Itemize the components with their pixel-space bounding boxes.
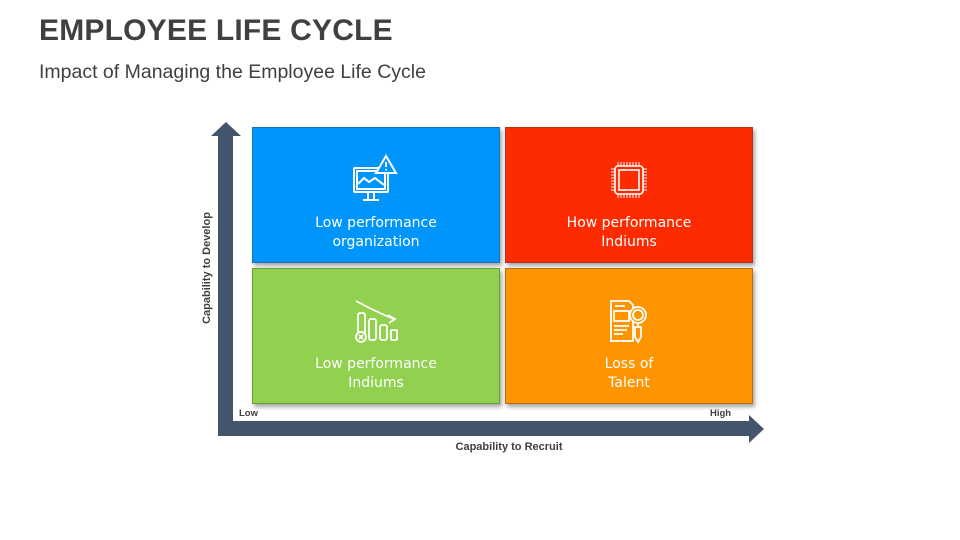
monitor-warning-icon (346, 152, 406, 208)
slide-title: EMPLOYEE LIFE CYCLE (39, 14, 393, 47)
quadrant-label: Low performance organization (315, 215, 437, 250)
x-axis-label: Capability to Recruit (455, 441, 563, 453)
y-axis-label: Capability to Develop (201, 212, 213, 324)
x-axis-arrow (218, 415, 764, 443)
x-axis-high-label: High (710, 408, 732, 419)
quadrant-label: How performance Indiums (566, 215, 692, 250)
quadrant-low-performance-indiums: Low performance Indiums (252, 268, 500, 404)
declining-bars-icon (346, 293, 406, 349)
x-axis-low-label: Low (239, 408, 258, 419)
quadrant-label: Loss of Talent (604, 356, 654, 391)
quadrant-low-performance-organization: Low performance organization (252, 127, 500, 263)
document-search-icon (599, 293, 659, 349)
y-axis-arrow (211, 122, 241, 436)
slide-subtitle: Impact of Managing the Employee Life Cyc… (39, 61, 426, 83)
quadrant-how-performance-indiums: How performance Indiums (505, 127, 753, 263)
quadrant-loss-of-talent: Loss of Talent (505, 268, 753, 404)
chip-icon (599, 152, 659, 208)
quadrant-label: Low performance Indiums (315, 356, 437, 391)
